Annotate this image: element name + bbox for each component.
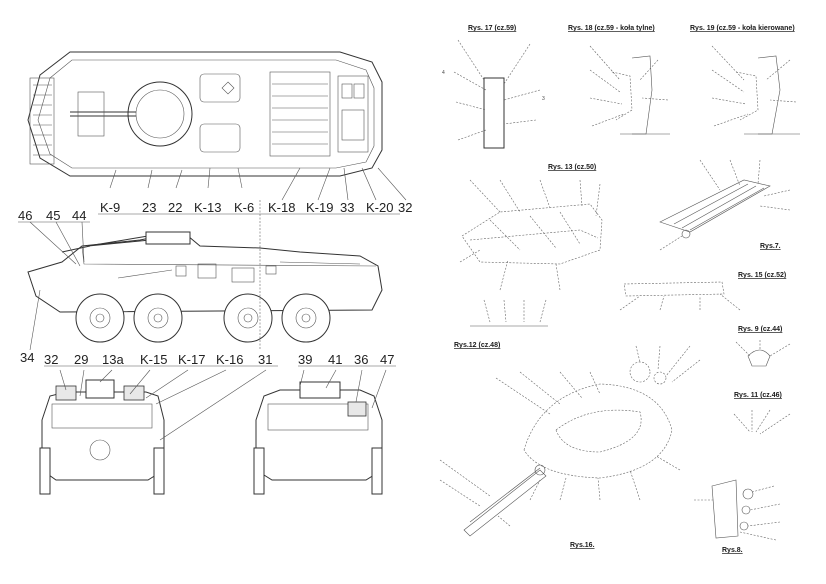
callout-33: 33 xyxy=(340,200,354,215)
caption-rys7: Rys.7. xyxy=(760,243,781,250)
figure-rys19: Rys. 19 (cz.59 - koła kierowane) xyxy=(690,25,800,135)
callout-k17: K-17 xyxy=(178,352,205,367)
callout-k6: K-6 xyxy=(234,200,254,215)
callout-47: 47 xyxy=(380,352,394,367)
figure-rys12: Rys.12 (cz.48) xyxy=(454,299,548,349)
caption-rys15: Rys. 15 (cz.52) xyxy=(738,272,786,279)
caption-rys9: Rys. 9 (cz.44) xyxy=(738,326,782,333)
caption-rys11: Rys. 11 (cz.46) xyxy=(734,392,782,399)
caption-rys19: Rys. 19 (cz.59 - koła kierowane) xyxy=(690,25,795,32)
caption-rys8: Rys.8. xyxy=(722,547,743,554)
figure-rys18: Rys. 18 (cz.59 - koła tylne) xyxy=(568,25,670,135)
rear-view-callouts: 39 41 36 47 xyxy=(298,352,396,367)
callout-k9: K-9 xyxy=(100,200,120,215)
callout-32: 32 xyxy=(398,200,412,215)
vehicle-top-view xyxy=(27,51,407,201)
callout-34: 34 xyxy=(20,350,34,365)
callout-44: 44 xyxy=(72,208,86,223)
callout-22: 22 xyxy=(168,200,182,215)
figure-rys8: Rys.8. xyxy=(694,479,781,554)
vehicle-front-view xyxy=(39,369,267,495)
callout-39: 39 xyxy=(298,352,312,367)
vehicle-side-view xyxy=(27,200,383,351)
callout-29: 29 xyxy=(74,352,88,367)
figure-rys16: Rys.16. xyxy=(439,345,701,549)
caption-rys16: Rys.16. xyxy=(570,542,595,549)
figure-rys11: Rys. 11 (cz.46) xyxy=(733,392,791,435)
caption-rys18: Rys. 18 (cz.59 - koła tylne) xyxy=(568,25,655,32)
caption-rys13: Rys. 13 (cz.50) xyxy=(548,164,596,171)
caption-rys17: Rys. 17 (cz.59) xyxy=(468,25,516,32)
caption-rys12: Rys.12 (cz.48) xyxy=(454,342,500,349)
wheels xyxy=(75,293,331,343)
callout-36: 36 xyxy=(354,352,368,367)
callout-45: 45 xyxy=(46,208,60,223)
vehicle-rear-view xyxy=(253,369,387,495)
callout-41: 41 xyxy=(328,352,342,367)
callout-32b: 32 xyxy=(44,352,58,367)
figure-rys17: Rys. 17 (cz.59) 4 3 xyxy=(442,25,545,149)
svg-text:3: 3 xyxy=(542,96,545,102)
front-view-callouts: 32 29 13a K-15 K-17 K-16 31 xyxy=(44,352,278,367)
callout-k15: K-15 xyxy=(140,352,167,367)
callout-k19: K-19 xyxy=(306,200,333,215)
callout-k16: K-16 xyxy=(216,352,243,367)
figure-rys15: Rys. 15 (cz.52) xyxy=(619,272,786,311)
callout-31: 31 xyxy=(258,352,272,367)
figure-rys7: Rys.7. xyxy=(659,159,791,251)
callout-13a: 13a xyxy=(102,352,124,367)
top-view-callouts: K-9 23 22 K-13 K-6 K-18 K-19 33 K-20 32 xyxy=(98,200,412,215)
callout-23: 23 xyxy=(142,200,156,215)
callout-k13: K-13 xyxy=(194,200,221,215)
figure-rys9: Rys. 9 (cz.44) xyxy=(735,326,791,367)
svg-text:4: 4 xyxy=(442,70,445,76)
side-view-callouts: 46 45 44 34 xyxy=(18,208,90,365)
callout-k20: K-20 xyxy=(366,200,393,215)
callout-46: 46 xyxy=(18,208,32,223)
figure-rys13: Rys. 13 (cz.50) xyxy=(459,164,603,291)
callout-k18: K-18 xyxy=(268,200,295,215)
